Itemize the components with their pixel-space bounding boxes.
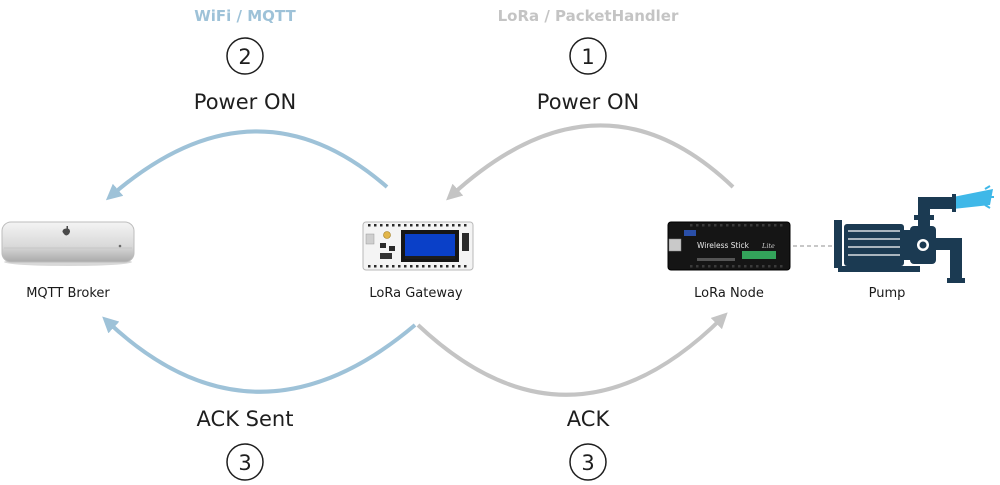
arc-gateway-to-broker-top <box>105 129 389 201</box>
power-on-gateway-label: Power ON <box>194 90 296 114</box>
lite-text: Lite <box>761 242 775 250</box>
pump-label: Pump <box>869 286 906 301</box>
power-on-node-label: Power ON <box>537 90 639 114</box>
mac-mini-icon <box>1 221 135 266</box>
wireless-stick-text: Wireless Stick <box>697 241 750 250</box>
svg-text:2: 2 <box>238 45 251 69</box>
svg-text:3: 3 <box>581 451 594 475</box>
lora-node-board-icon: Wireless Stick Lite <box>667 221 791 271</box>
lora-gateway-label: LoRa Gateway <box>369 286 463 301</box>
lora-node-label: LoRa Node <box>694 286 764 301</box>
wifi-mqtt-header: WiFi / MQTT <box>194 7 296 25</box>
svg-text:1: 1 <box>581 45 594 69</box>
step-2-badge: 2 <box>226 37 264 75</box>
step-3-badge-left: 3 <box>226 443 264 481</box>
arc-gateway-to-node-bottom <box>416 312 728 397</box>
arc-gateway-to-broker-bottom <box>102 316 417 394</box>
lora-gateway-board-icon <box>362 221 474 271</box>
ack-label: ACK <box>567 407 611 431</box>
step-3-badge-right: 3 <box>569 443 607 481</box>
step-1-badge: 1 <box>569 37 607 75</box>
arc-node-to-gateway-top <box>446 123 735 201</box>
ack-sent-label: ACK Sent <box>197 407 294 431</box>
pump-icon <box>834 185 994 283</box>
lora-packethandler-header: LoRa / PacketHandler <box>498 7 679 25</box>
svg-text:3: 3 <box>238 451 251 475</box>
mqtt-broker-label: MQTT Broker <box>26 286 110 301</box>
